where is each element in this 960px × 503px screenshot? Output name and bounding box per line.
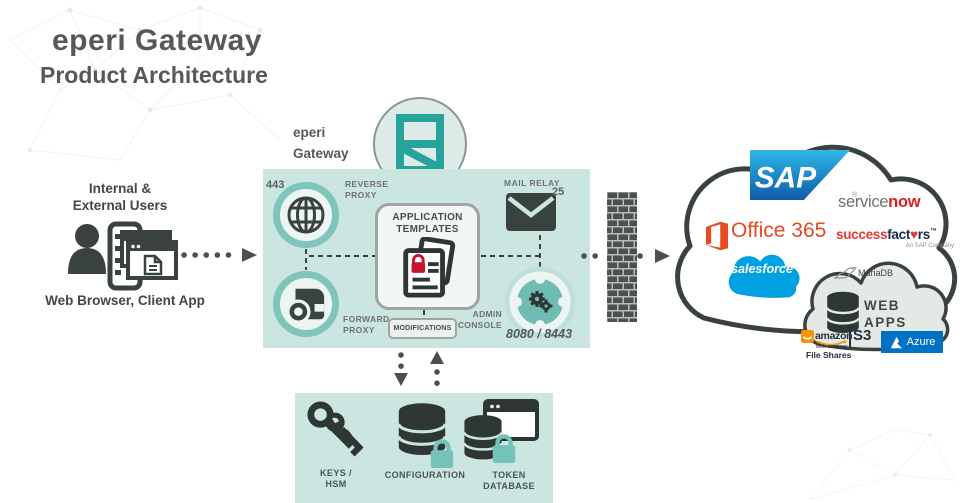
configuration-label: CONFIGURATION [384,470,466,480]
successfactors-part2b: rs [917,227,930,242]
mail-relay-port: 25 [552,186,565,198]
gateway-label-line2: Gateway [293,146,349,161]
successfactors-logo: successfact♥rs™ [836,227,954,242]
configuration-database-icon [397,403,447,455]
sap-logo: SAP [750,150,850,200]
mariadb-logo: MariaDB [858,268,894,278]
keys-hsm-label-line1: KEYS / [320,468,352,478]
keys-hsm-label-line2: HSM [325,479,347,489]
office365-logo: Office 365 [731,219,827,242]
envelope-icon [506,193,556,231]
successfactors-part1: success [836,227,888,242]
reverse-proxy-node [273,182,339,248]
aws-divider [849,327,851,347]
token-database-label-line1: TOKEN [492,470,526,480]
amazon-wordmark: amazon [815,330,853,342]
successfactors-part2a: fact [887,227,911,242]
gears-icon [529,291,553,313]
office365-icon [706,221,728,251]
azure-label: Azure [906,336,936,348]
globe-icon [287,196,325,234]
reverse-proxy-label-line1: REVERSE [345,179,389,189]
network-pattern-bottomright [809,429,956,501]
users-devices-icon [68,221,178,291]
users-label-line2: External Users [72,198,168,213]
page-title: eperi Gateway [52,24,262,57]
mail-relay-label: MAIL RELAY [504,178,561,188]
webapps-label: WEB APPS [864,297,907,331]
webapps-database-icon [826,291,860,334]
application-templates-box: APPLICATION TEMPLATES [375,203,480,310]
forward-proxy-label-line1: FORWARD [343,314,390,324]
modifications-label: MODIFICATIONS [393,325,452,332]
application-templates-label-line2: TEMPLATES [396,224,459,235]
arrow-backend-to-gateway [430,351,444,389]
svg-text:SAP: SAP [755,162,816,195]
reverse-proxy-label: REVERSE PROXY [345,179,388,200]
users-caption: Web Browser, Client App [45,293,205,308]
admin-console-label-line2: CONSOLE [457,319,502,330]
admin-console-label-line1: ADMIN [472,309,502,319]
gateway-label-line1: eperi [293,125,326,140]
modifications-box: MODIFICATIONS [388,318,457,339]
page-subtitle: Product Architecture [40,62,268,88]
admin-console-icon [504,266,576,338]
webapps-label-line2: APPS [864,315,907,330]
application-templates-label-line1: APPLICATION [392,212,463,223]
sap-registered-mark: ® [852,192,858,199]
salesforce-wordmark: salesforce [731,262,793,276]
forward-proxy-label-line2: PROXY [343,324,375,335]
token-lock-icon [492,434,516,463]
token-database-label-line2: DATABASE [483,481,535,491]
reverse-proxy-label-line2: PROXY [345,189,377,200]
servicenow-part2: now [888,193,921,211]
reverse-proxy-port: 443 [266,179,285,191]
forward-proxy-icon [286,288,325,324]
admin-console-ports: 8080 / 8443 [506,327,573,341]
amazon-smile-icon [816,340,847,346]
servicenow-logo: servicenow [838,193,921,212]
arrow-gateway-to-cloud [581,249,670,263]
salesforce-logo [728,254,800,298]
azure-triangle-icon [890,336,902,348]
application-templates-label: APPLICATION TEMPLATES [378,212,477,236]
servicenow-part1: service [838,193,889,211]
forward-proxy-node [273,271,339,337]
azure-logo: Azure [881,331,943,353]
firewall-icon [607,192,637,322]
admin-console-label: ADMIN CONSOLE [450,309,502,330]
arrow-gateway-to-backend [394,352,408,386]
gateway-label: eperi Gateway [293,122,349,164]
webapps-label-line1: WEB [864,298,900,313]
mariadb-seal-icon [833,266,857,279]
token-database-label: TOKEN DATABASE [470,470,548,492]
users-label-line1: Internal & [88,181,152,196]
file-shares-label: File Shares [806,350,852,360]
aws-mark-icon [801,330,814,343]
eperi-logo-glyph-icon [396,114,444,174]
forward-proxy-label: FORWARD PROXY [343,314,390,335]
arrow-users-to-gateway [181,248,257,262]
configuration-lock-icon [430,439,454,468]
successfactors-heart-icon: ♥ [910,227,918,242]
keys-icon [307,401,364,457]
successfactors-tm: ™ [929,228,937,235]
documents-lock-icon [402,236,455,298]
s3-label: S3 [853,327,872,344]
keys-hsm-label: KEYS / HSM [297,468,375,490]
aws-services-label: web services [816,344,848,350]
users-label: Internal & External Users [30,180,210,214]
token-database-icon [463,415,503,460]
successfactors-subtitle: An SAP Company [905,243,954,249]
